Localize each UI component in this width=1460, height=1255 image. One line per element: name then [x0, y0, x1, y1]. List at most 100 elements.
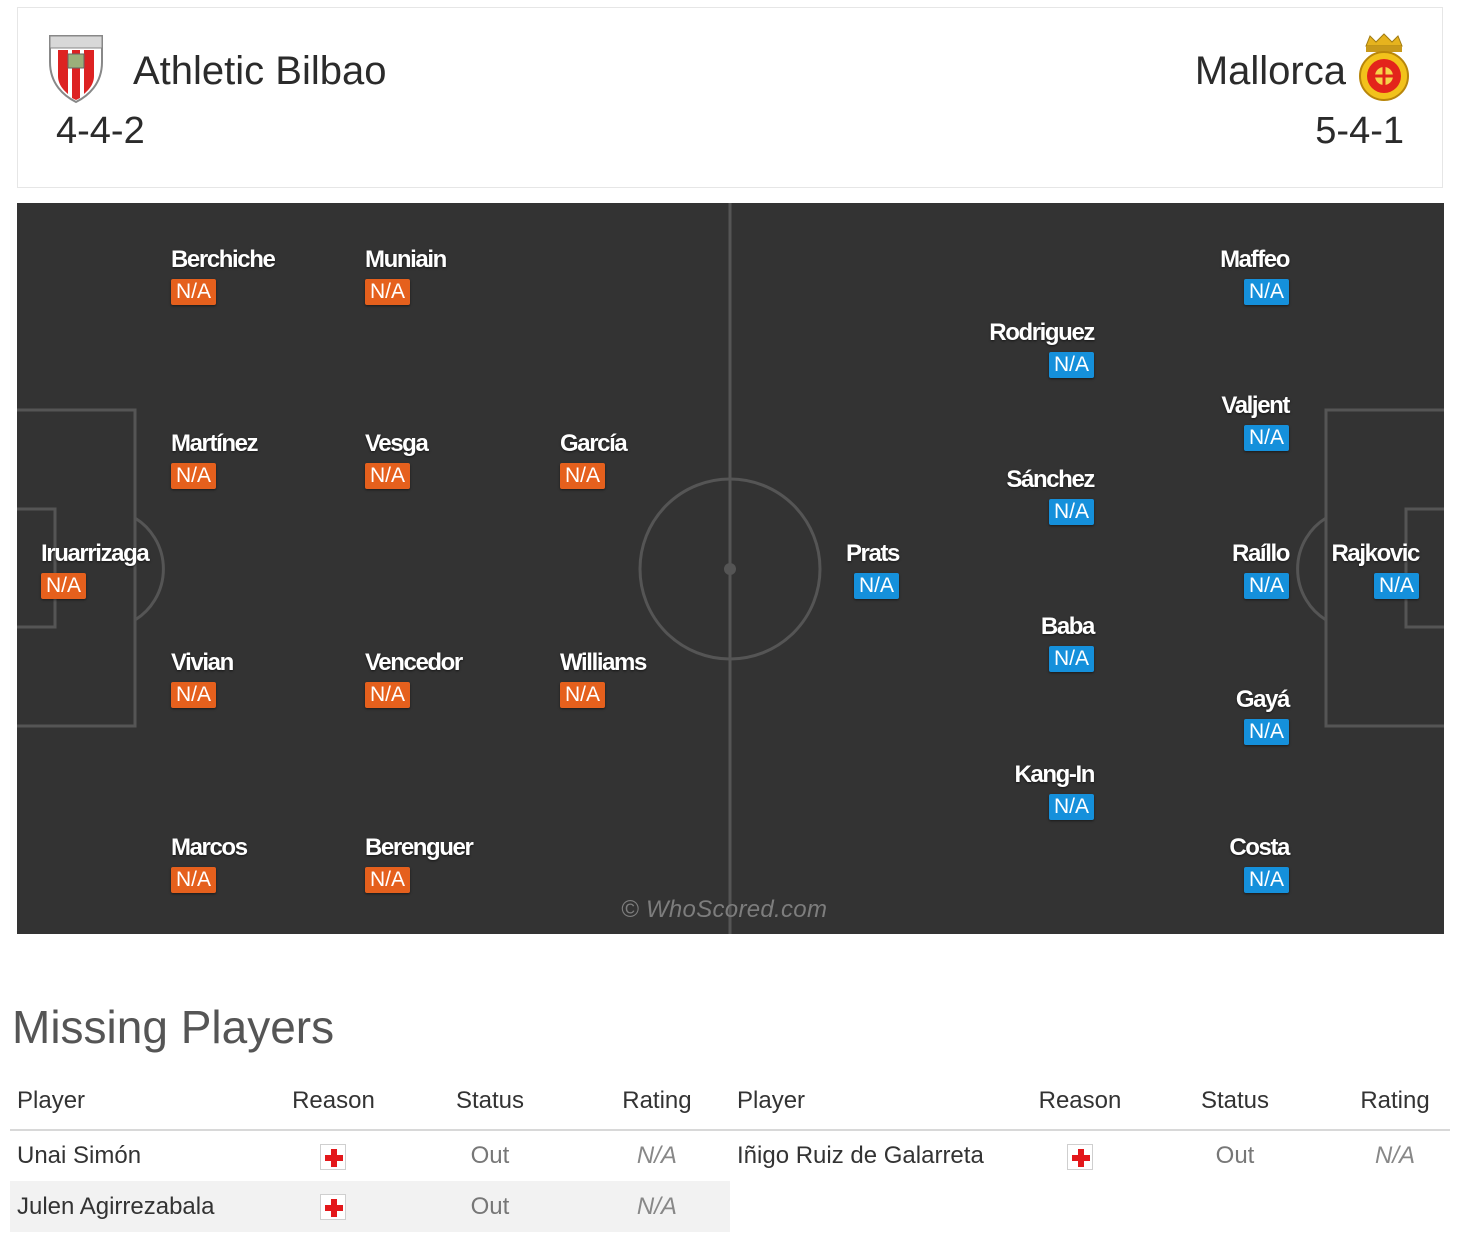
player-name: Martínez: [171, 430, 259, 457]
player-rating: N/A: [41, 573, 87, 599]
away-player[interactable]: Kang-In N/A: [954, 760, 1095, 820]
rating-cell: N/A: [636, 1142, 677, 1169]
home-player[interactable]: Berchiche N/A: [171, 245, 311, 305]
player-rating: N/A: [1048, 646, 1094, 672]
away-missing-table: Player Reason Status Rating Iñigo Ruiz d…: [730, 1073, 1450, 1181]
away-player[interactable]: Rodriguez N/A: [954, 318, 1095, 378]
home-player[interactable]: Williams N/A: [560, 648, 700, 708]
player-rating: N/A: [171, 682, 217, 708]
player-rating: N/A: [560, 682, 606, 708]
player-rating: N/A: [365, 682, 411, 708]
player-name: Maffeo: [1220, 246, 1290, 273]
home-player[interactable]: Vencedor N/A: [365, 648, 505, 708]
column-header-player[interactable]: Player: [10, 1073, 271, 1131]
column-header-reason[interactable]: Reason: [1030, 1073, 1130, 1131]
missing-player-name[interactable]: Unai Simón: [17, 1142, 142, 1169]
away-player[interactable]: Costa N/A: [1149, 833, 1290, 893]
away-player[interactable]: Prats N/A: [759, 539, 900, 599]
player-rating: N/A: [365, 279, 411, 305]
reason-cell: [1030, 1130, 1130, 1181]
player-name: Vencedor: [365, 649, 463, 676]
player-name: Berchiche: [171, 246, 276, 273]
player-name: Valjent: [1221, 392, 1290, 419]
home-player[interactable]: Marcos N/A: [171, 833, 311, 893]
player-rating: N/A: [1048, 499, 1094, 525]
column-header-status[interactable]: Status: [1130, 1073, 1340, 1131]
away-player[interactable]: Raíllo N/A: [1149, 539, 1290, 599]
player-name: Muniain: [365, 246, 447, 273]
rating-cell: N/A: [583, 1181, 730, 1232]
home-player[interactable]: Iruarrizaga N/A: [41, 539, 181, 599]
home-player[interactable]: Berenguer N/A: [365, 833, 505, 893]
player-name: Sánchez: [1006, 466, 1095, 493]
player-rating: N/A: [1243, 573, 1289, 599]
status-cell: Out: [470, 1142, 510, 1169]
player-rating: N/A: [1243, 425, 1289, 451]
home-player[interactable]: Muniain N/A: [365, 245, 505, 305]
player-rating: N/A: [1243, 719, 1289, 745]
player-name: Williams: [560, 649, 647, 676]
column-header-rating[interactable]: Rating: [1340, 1073, 1450, 1131]
pitch-markings: [17, 203, 1444, 934]
away-team-name[interactable]: Mallorca: [1194, 49, 1346, 93]
player-name: Marcos: [171, 834, 248, 861]
reason-cell: [271, 1130, 396, 1181]
status-cell: Out: [396, 1181, 584, 1232]
injury-icon[interactable]: [320, 1194, 347, 1221]
home-player[interactable]: García N/A: [560, 429, 700, 489]
table-row: Julen Agirrezabala Out N/A: [10, 1181, 730, 1232]
player-rating: N/A: [171, 279, 217, 305]
player-rating: N/A: [171, 463, 217, 489]
away-player[interactable]: Sánchez N/A: [954, 465, 1095, 525]
player-rating: N/A: [1243, 279, 1289, 305]
home-team-name[interactable]: Athletic Bilbao: [133, 49, 387, 93]
player-rating: N/A: [171, 867, 217, 893]
match-header: Athletic Bilbao 4-4-2 Mallorca 5-4-1: [17, 7, 1443, 188]
player-rating: N/A: [365, 867, 411, 893]
home-missing-table: Player Reason Status Rating Unai Simón O…: [10, 1073, 730, 1232]
rating-cell: N/A: [1374, 1142, 1415, 1169]
table-row: Iñigo Ruiz de Galarreta Out N/A: [730, 1130, 1450, 1181]
player-name: Gayá: [1235, 686, 1291, 713]
table-header-row: Player Reason Status Rating: [730, 1073, 1450, 1131]
missing-player-name[interactable]: Julen Agirrezabala: [10, 1181, 271, 1232]
away-player[interactable]: Baba N/A: [954, 612, 1095, 672]
home-formation: 4-4-2: [56, 110, 145, 152]
column-header-rating[interactable]: Rating: [583, 1073, 730, 1131]
reason-cell: [270, 1181, 397, 1232]
player-name: Prats: [845, 540, 900, 567]
player-name: Iruarrizaga: [41, 540, 150, 567]
missing-players-title: Missing Players: [12, 1001, 335, 1053]
player-name: Costa: [1229, 834, 1290, 861]
away-formation: 5-4-1: [1315, 110, 1404, 152]
away-player[interactable]: Rajkovic N/A: [1279, 539, 1420, 599]
away-player[interactable]: Valjent N/A: [1149, 391, 1290, 451]
away-player[interactable]: Maffeo N/A: [1149, 245, 1290, 305]
injury-icon[interactable]: [1067, 1143, 1093, 1170]
mallorca-crest-icon: [1359, 33, 1409, 101]
player-rating: N/A: [1048, 352, 1094, 378]
column-header-player[interactable]: Player: [730, 1073, 1030, 1131]
watermark: © WhoScored.com: [621, 896, 828, 923]
status-cell: Out: [1215, 1142, 1255, 1169]
player-name: Kang-In: [1014, 761, 1095, 788]
player-rating: N/A: [1048, 794, 1094, 820]
away-player[interactable]: Gayá N/A: [1149, 685, 1291, 745]
player-name: García: [560, 430, 628, 457]
home-player[interactable]: Vesga N/A: [365, 429, 505, 489]
column-header-status[interactable]: Status: [396, 1073, 584, 1131]
injury-icon[interactable]: [320, 1143, 347, 1170]
player-name: Vivian: [171, 649, 234, 676]
home-player[interactable]: Martínez N/A: [171, 429, 311, 489]
player-name: Berenguer: [365, 834, 474, 861]
table-row: Unai Simón Out N/A: [10, 1130, 730, 1181]
column-header-reason[interactable]: Reason: [270, 1073, 397, 1131]
player-name: Rajkovic: [1331, 540, 1420, 567]
player-rating: N/A: [1373, 573, 1419, 599]
player-rating: N/A: [1243, 867, 1289, 893]
player-rating: N/A: [560, 463, 606, 489]
player-rating: N/A: [853, 573, 899, 599]
missing-player-name[interactable]: Iñigo Ruiz de Galarreta: [737, 1142, 984, 1169]
home-player[interactable]: Vivian N/A: [171, 648, 311, 708]
player-rating: N/A: [365, 463, 411, 489]
